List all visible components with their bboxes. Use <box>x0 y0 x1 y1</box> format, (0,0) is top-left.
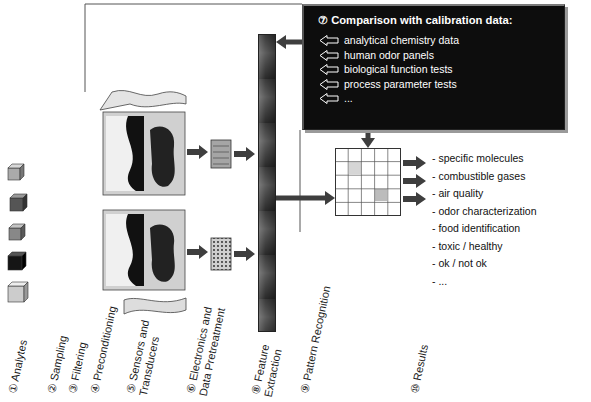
calibration-item: analytical chemistry data <box>344 33 564 48</box>
grid-cell <box>349 162 361 174</box>
result-item: - ... <box>432 275 447 288</box>
calibration-item: ... <box>344 91 564 106</box>
step-label: ④ Preconditioning <box>88 305 119 395</box>
flow-arrow <box>361 130 375 148</box>
result-item: - food identification <box>432 222 520 235</box>
calibration-item: process parameter tests <box>344 77 564 92</box>
calibration-item: human odor panels <box>344 48 564 63</box>
grid-outline <box>336 149 401 216</box>
result-item: - combustible gases <box>432 170 525 183</box>
grid-lines <box>336 149 400 215</box>
arrow-head <box>276 35 286 49</box>
step-label: ① Analytes <box>6 339 30 395</box>
hollow-arrow <box>320 36 338 46</box>
result-arrows <box>403 156 426 206</box>
arrow-head <box>325 191 335 205</box>
flow-arrow <box>276 191 335 205</box>
feature-extraction-bar: ⑧ Feature Extraction <box>258 34 276 332</box>
result-item: - odor characterization <box>432 205 536 218</box>
calibration-panel: ⑦ Comparison with calibration data: analy… <box>302 4 565 130</box>
sampling-assembly <box>100 90 186 314</box>
hollow-arrow <box>320 65 338 75</box>
panel-heading: ⑦ Comparison with calibration data: <box>318 13 564 28</box>
flow-arrow <box>276 35 302 49</box>
step-label: ⑧ Feature Extraction <box>249 325 289 399</box>
pattern-recognition-grid: ⑨ Pattern Recognition <box>335 148 401 216</box>
calibration-item: biological function tests <box>344 62 564 77</box>
hollow-arrow <box>320 94 338 104</box>
arrow-shaft <box>276 196 326 201</box>
grid-drawing <box>335 148 401 216</box>
result-item: - air quality <box>432 187 483 200</box>
step-label: ⑩ Results <box>408 343 431 394</box>
result-item: - specific molecules <box>432 152 524 165</box>
result-item: - toxic / healthy <box>432 240 503 253</box>
step-label: ③ Filtering <box>66 341 90 395</box>
hollow-arrow <box>320 51 338 61</box>
analyte-cubes <box>8 164 28 302</box>
step-label: ⑤ Sensors and Transducers <box>124 299 169 397</box>
result-item: - ok / not ok <box>432 257 487 270</box>
step-label: ⑥ Electronics and Data Pretreatment <box>184 282 233 397</box>
arrow-head <box>361 138 375 148</box>
arrow-shaft <box>285 40 302 45</box>
electronics-blocks <box>211 140 231 270</box>
step-label: ⑨ Pattern Recognition <box>298 285 334 395</box>
arrow-shaft <box>366 130 371 139</box>
hollow-arrow <box>320 80 338 90</box>
grid-cell <box>375 189 387 201</box>
